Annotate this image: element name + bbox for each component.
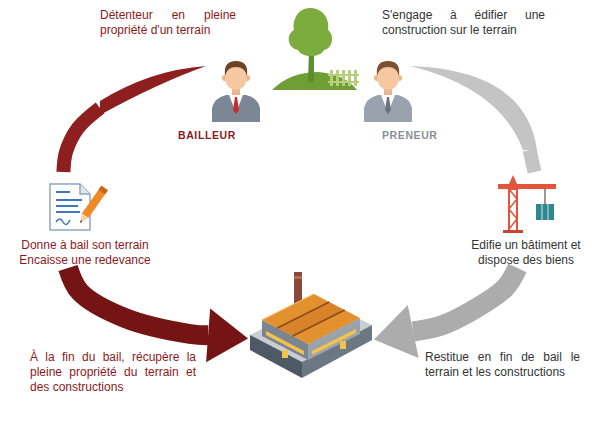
description-text: S'engage à édifier une construction sur … <box>382 8 545 38</box>
factory-illustration <box>282 350 288 358</box>
lessor-person-icon <box>225 61 248 76</box>
crane-icon <box>544 189 545 204</box>
arrow-body <box>63 108 100 172</box>
arrow-head <box>206 308 248 362</box>
tree-illustration <box>342 70 345 86</box>
outcome-text: À la fin du bail, récupère la pleine pro… <box>30 350 196 395</box>
role-label: BAILLEUR <box>178 128 258 143</box>
crane-icon <box>509 175 517 184</box>
contract-icon <box>50 184 108 230</box>
tree-illustration <box>330 70 333 86</box>
arrow-body <box>68 268 208 335</box>
lease-arrow <box>68 268 248 362</box>
contract-icon <box>56 211 80 213</box>
crane-icon <box>536 204 554 220</box>
crane-icon <box>509 189 517 231</box>
contract-icon <box>82 186 108 218</box>
factory-illustration <box>293 310 345 336</box>
crane-icon <box>509 189 517 229</box>
step-text: Donne à bail son terrain Encaisse une re… <box>8 238 162 268</box>
lessor-node: Détenteur en pleine propriété d'un terra… <box>100 4 265 150</box>
description-text: Détenteur en pleine propriété d'un terra… <box>100 8 236 38</box>
tree-illustration <box>328 74 359 76</box>
contract-icon <box>77 186 108 226</box>
outcome-text: Restitue en fin de bail le terrain et le… <box>425 350 580 380</box>
crane-icon <box>548 204 549 220</box>
factory-illustration <box>294 276 302 279</box>
lessee-person-icon <box>364 95 412 122</box>
factory-illustration <box>262 294 314 320</box>
lease-arrow <box>374 268 517 358</box>
lessor-person-icon <box>233 97 239 114</box>
factory-illustration <box>340 341 346 349</box>
lessee-person-icon <box>381 95 395 113</box>
contract-icon <box>56 191 70 193</box>
tree-illustration <box>272 8 359 90</box>
arrow-tail <box>100 66 206 115</box>
crane-icon <box>503 230 523 233</box>
tree-illustration <box>336 70 339 86</box>
factory-illustration <box>250 272 372 378</box>
arrow-body <box>413 268 517 331</box>
contract-icon <box>56 199 82 201</box>
arrow-body <box>530 150 535 172</box>
contract-icon <box>98 186 107 195</box>
contract-icon <box>80 184 90 194</box>
factory-illustration <box>277 302 329 328</box>
building-node: À la fin du bail, récupère la pleine pro… <box>248 268 374 378</box>
arrow-tail <box>100 66 537 150</box>
lessor-person-icon <box>229 95 243 113</box>
tree-illustration <box>289 8 332 56</box>
construction-step-node: Edifie un bâtiment et dispose des biens <box>465 172 587 268</box>
crane-icon <box>498 175 556 233</box>
role-label: PRENEUR <box>382 128 462 143</box>
contract-icon <box>77 214 89 226</box>
step-text: Edifie un bâtiment et dispose des biens <box>465 238 587 268</box>
contract-icon <box>50 184 90 230</box>
lease-arrow <box>530 150 535 172</box>
lessee-person-icon <box>377 61 400 76</box>
lessee-node: S'engage à édifier une construction sur … <box>365 4 550 150</box>
contract-icon <box>56 219 70 225</box>
lessor-person-icon <box>212 61 260 122</box>
tree-illustration <box>328 81 359 83</box>
tree-illustration <box>348 70 351 86</box>
lease-arrow <box>63 108 100 172</box>
lease-step-node: Donne à bail son terrain Encaisse une re… <box>8 172 162 268</box>
contract-icon <box>56 205 78 207</box>
contract-icon <box>79 220 82 224</box>
lessee-person-icon <box>385 97 391 114</box>
tree-illustration <box>354 70 357 86</box>
arrow-head <box>374 305 419 358</box>
crane-icon <box>542 204 543 220</box>
crane-icon <box>498 184 556 189</box>
lessor-person-icon <box>212 95 260 122</box>
lessee-person-icon <box>364 61 412 122</box>
